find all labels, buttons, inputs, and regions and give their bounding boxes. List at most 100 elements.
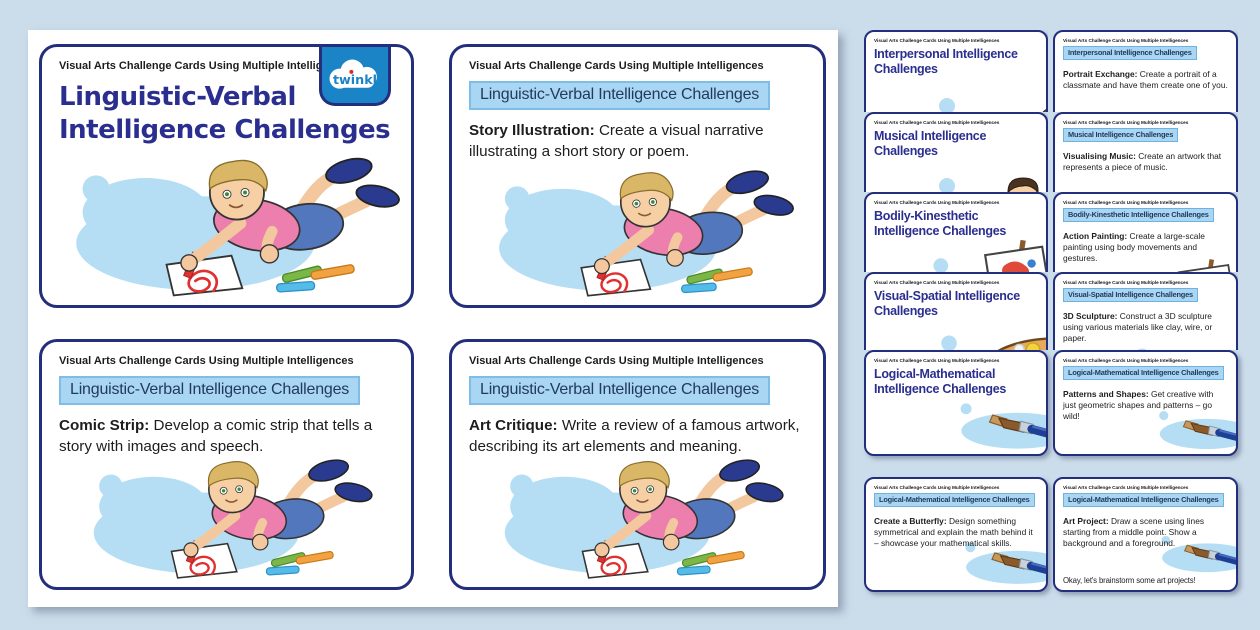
mini-card-header: Visual Arts Challenge Cards Using Multip…	[1063, 200, 1189, 206]
mini-challenge-banner: Musical Intelligence Challenges	[1063, 128, 1179, 142]
stack-column-left: Visual Arts Challenge Cards Using Multip…	[864, 30, 1048, 592]
mini-challenge-banner: Interpersonal Intelligence Challenges	[1063, 46, 1197, 60]
mini-challenge-text: Art Project: Draw a scene using lines st…	[1063, 516, 1228, 549]
stack-row: Visual Arts Challenge Cards Using Multip…	[864, 350, 1048, 456]
challenge-body: Create a visual narrative illustrating a…	[469, 122, 764, 161]
mini-card-header: Visual Arts Challenge Cards Using Multip…	[874, 200, 1000, 206]
cards-sheet: Visual Arts Challenge Cards Using Multip…	[28, 30, 838, 607]
stack-column-right: Visual Arts Challenge Cards Using Multip…	[1053, 30, 1238, 592]
mini-card-header: Visual Arts Challenge Cards Using Multip…	[874, 120, 1000, 126]
mini-challenge-banner: Logical-Mathematical Intelligence Challe…	[874, 493, 1035, 507]
mini-card-title: Logical-Mathematical Intelligence Challe…	[874, 367, 1007, 397]
paint-palette-illustration	[870, 318, 1048, 350]
paintbrush-illustration	[870, 401, 1048, 451]
mini-challenge-lead: Portrait Exchange:	[1063, 69, 1138, 79]
stack-row: Visual Arts Challenge Cards Using Multip…	[1053, 112, 1238, 192]
mini-challenge-lead: Art Project:	[1063, 516, 1109, 526]
preview-card-3d-sculpture: Visual Arts Challenge Cards Using Multip…	[1053, 272, 1238, 350]
mini-card-header: Visual Arts Challenge Cards Using Multip…	[1063, 38, 1189, 44]
boy-drawing-illustration	[60, 131, 403, 299]
stack-row: Visual Arts Challenge Cards Using Multip…	[864, 112, 1048, 192]
mini-challenge-body: Create a portrait of a classmate and hav…	[1063, 69, 1228, 90]
preview-card-logical-cover: Visual Arts Challenge Cards Using Multip…	[864, 350, 1048, 456]
preview-card-art-project: Visual Arts Challenge Cards Using Multip…	[1053, 477, 1238, 592]
stack-row: Visual Arts Challenge Cards Using Multip…	[864, 272, 1048, 350]
challenge-text: Comic Strip: Develop a comic strip that …	[59, 415, 394, 458]
girl-easel-illustration	[870, 234, 1048, 272]
logo-dot-icon	[349, 69, 354, 74]
mini-challenge-body: Get creative with just geometric shapes …	[1063, 389, 1214, 421]
hijab-girl-illustration	[1059, 96, 1238, 112]
mini-card-header: Visual Arts Challenge Cards Using Multip…	[874, 280, 1000, 286]
challenge-banner: Linguistic-Verbal Intelligence Challenge…	[59, 376, 361, 405]
preview-card-interpersonal-cover: Visual Arts Challenge Cards Using Multip…	[864, 30, 1048, 112]
preview-card-visual-spatial-cover: Visual Arts Challenge Cards Using Multip…	[864, 272, 1048, 350]
mini-card-title: Interpersonal Intelligence Challenges	[874, 47, 1018, 77]
stack-row: Visual Arts Challenge Cards Using Multip…	[864, 192, 1048, 272]
mini-challenge-text: Action Painting: Create a large-scale pa…	[1063, 231, 1228, 264]
hijab-girl-illustration	[870, 76, 1048, 112]
challenge-lead: Story Illustration:	[469, 122, 595, 139]
mini-challenge-lead: Patterns and Shapes:	[1063, 389, 1149, 399]
mini-challenge-text: Create a Butterfly: Design something sym…	[874, 516, 1038, 549]
mini-card-title: Musical Intelligence Challenges	[874, 129, 987, 159]
card-linguistic-cover: Visual Arts Challenge Cards Using Multip…	[39, 44, 414, 308]
card-header: Visual Arts Challenge Cards Using Multip…	[469, 355, 764, 367]
mini-card-title: Bodily-Kinesthetic Intelligence Challeng…	[874, 209, 1007, 239]
mini-card-header: Visual Arts Challenge Cards Using Multip…	[874, 485, 1000, 491]
mini-challenge-body: Draw a scene using lines starting from a…	[1063, 516, 1205, 548]
mini-challenge-lead: 3D Sculpture:	[1063, 311, 1118, 321]
twinkl-logo-tab: twinkl	[319, 47, 391, 106]
mini-challenge-banner: Visual-Spatial Intelligence Challenges	[1063, 288, 1198, 302]
mini-challenge-text: Portrait Exchange: Create a portrait of …	[1063, 69, 1228, 91]
mini-challenge-body: Create a large-scale painting using body…	[1063, 231, 1205, 263]
preview-card-musical-cover: Visual Arts Challenge Cards Using Multip…	[864, 112, 1048, 192]
preview-card-action-painting: Visual Arts Challenge Cards Using Multip…	[1053, 192, 1238, 272]
preview-card-patterns-shapes: Visual Arts Challenge Cards Using Multip…	[1053, 350, 1238, 456]
mini-challenge-body: Create an artwork that represents a piec…	[1063, 151, 1222, 172]
logo-wordmark: twinkl	[333, 72, 377, 87]
card-title: Linguistic-Verbal Intelligence Challenge…	[59, 82, 391, 145]
stack-row: Visual Arts Challenge Cards Using Multip…	[864, 477, 1048, 592]
mini-card-header: Visual Arts Challenge Cards Using Multip…	[874, 38, 1000, 44]
challenge-text: Art Critique: Write a review of a famous…	[469, 415, 806, 458]
card-story-illustration: Visual Arts Challenge Cards Using Multip…	[449, 44, 826, 308]
mini-card-header: Visual Arts Challenge Cards Using Multip…	[874, 358, 1000, 364]
mini-card-title: Visual-Spatial Intelligence Challenges	[874, 289, 1020, 319]
card-comic-strip: Visual Arts Challenge Cards Using Multip…	[39, 339, 414, 590]
mini-challenge-text: Patterns and Shapes: Get creative with j…	[1063, 389, 1228, 422]
challenge-text: Story Illustration: Create a visual narr…	[469, 120, 806, 163]
boy-guitar-illustration	[1059, 176, 1238, 192]
mini-challenge-banner: Logical-Mathematical Intelligence Challe…	[1063, 493, 1224, 507]
boy-drawing-illustration	[468, 441, 809, 581]
boy-drawing-illustration	[468, 151, 813, 299]
preview-card-visualising-music: Visual Arts Challenge Cards Using Multip…	[1053, 112, 1238, 192]
preview-card-bodily-cover: Visual Arts Challenge Cards Using Multip…	[864, 192, 1048, 272]
mini-card-header: Visual Arts Challenge Cards Using Multip…	[1063, 358, 1189, 364]
cards-grid: Visual Arts Challenge Cards Using Multip…	[39, 44, 827, 590]
challenge-banner: Linguistic-Verbal Intelligence Challenge…	[469, 81, 771, 110]
mini-challenge-lead: Action Painting:	[1063, 231, 1128, 241]
mini-card-header: Visual Arts Challenge Cards Using Multip…	[1063, 485, 1189, 491]
card-header: Visual Arts Challenge Cards Using Multip…	[59, 355, 354, 367]
preview-card-portrait-exchange: Visual Arts Challenge Cards Using Multip…	[1053, 30, 1238, 112]
card-art-critique: Visual Arts Challenge Cards Using Multip…	[449, 339, 826, 590]
stack-row: Visual Arts Challenge Cards Using Multip…	[1053, 30, 1238, 112]
challenge-lead: Art Critique:	[469, 417, 558, 434]
stack-row: Visual Arts Challenge Cards Using Multip…	[1053, 350, 1238, 456]
mini-challenge-banner: Bodily-Kinesthetic Intelligence Challeng…	[1063, 208, 1214, 222]
twinkl-cloud-icon: twinkl	[329, 59, 377, 89]
card-header: Visual Arts Challenge Cards Using Multip…	[59, 60, 354, 72]
mini-card-header: Visual Arts Challenge Cards Using Multip…	[1063, 120, 1189, 126]
stack-row: Visual Arts Challenge Cards Using Multip…	[1053, 192, 1238, 272]
mini-challenge-lead: Create a Butterfly:	[874, 516, 947, 526]
challenge-banner: Linguistic-Verbal Intelligence Challenge…	[469, 376, 771, 405]
stack-row: Visual Arts Challenge Cards Using Multip…	[1053, 477, 1238, 592]
mini-challenge-text: 3D Sculpture: Construct a 3D sculpture u…	[1063, 311, 1228, 344]
challenge-body: Write a review of a famous artwork, desc…	[469, 417, 800, 456]
mini-challenge-text: Visualising Music: Create an artwork tha…	[1063, 151, 1228, 173]
mini-challenge-body: Design something symmetrical and explain…	[874, 516, 1033, 548]
card-footer-note: Okay, let's brainstorm some art projects…	[1063, 576, 1196, 585]
challenge-lead: Comic Strip:	[59, 417, 150, 434]
